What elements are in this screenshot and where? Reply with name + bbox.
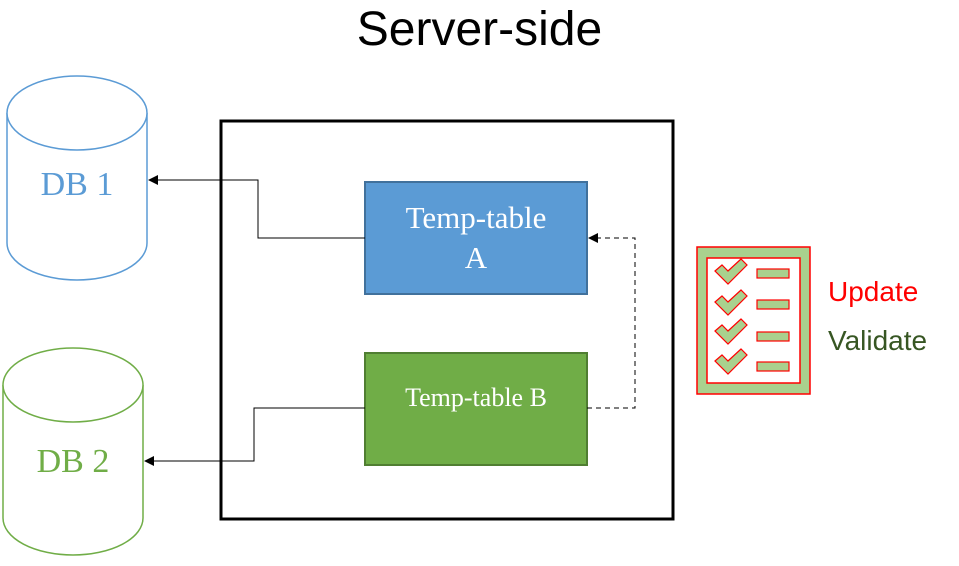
diagram-title: Server-side bbox=[356, 3, 603, 56]
db2-label: DB 2 bbox=[36, 443, 110, 480]
temp-table-b-label: Temp-table B bbox=[405, 383, 547, 413]
db2-cylinder bbox=[2, 347, 144, 556]
temp-table-a-label: Temp-table A bbox=[405, 199, 547, 275]
temp-table-a-box bbox=[364, 181, 588, 295]
connector-a-to-db1 bbox=[148, 175, 365, 239]
server-container bbox=[219, 119, 675, 521]
connector-b-to-db2 bbox=[144, 407, 365, 466]
legend-validate-label: Validate bbox=[828, 325, 928, 356]
dashed-connector-b-to-a bbox=[587, 233, 636, 409]
legend-update-label: Update bbox=[828, 276, 919, 307]
db1-cylinder bbox=[6, 75, 148, 281]
db1-label: DB 1 bbox=[40, 166, 114, 203]
checklist-icon bbox=[696, 246, 811, 395]
temp-table-b-box bbox=[364, 352, 588, 466]
